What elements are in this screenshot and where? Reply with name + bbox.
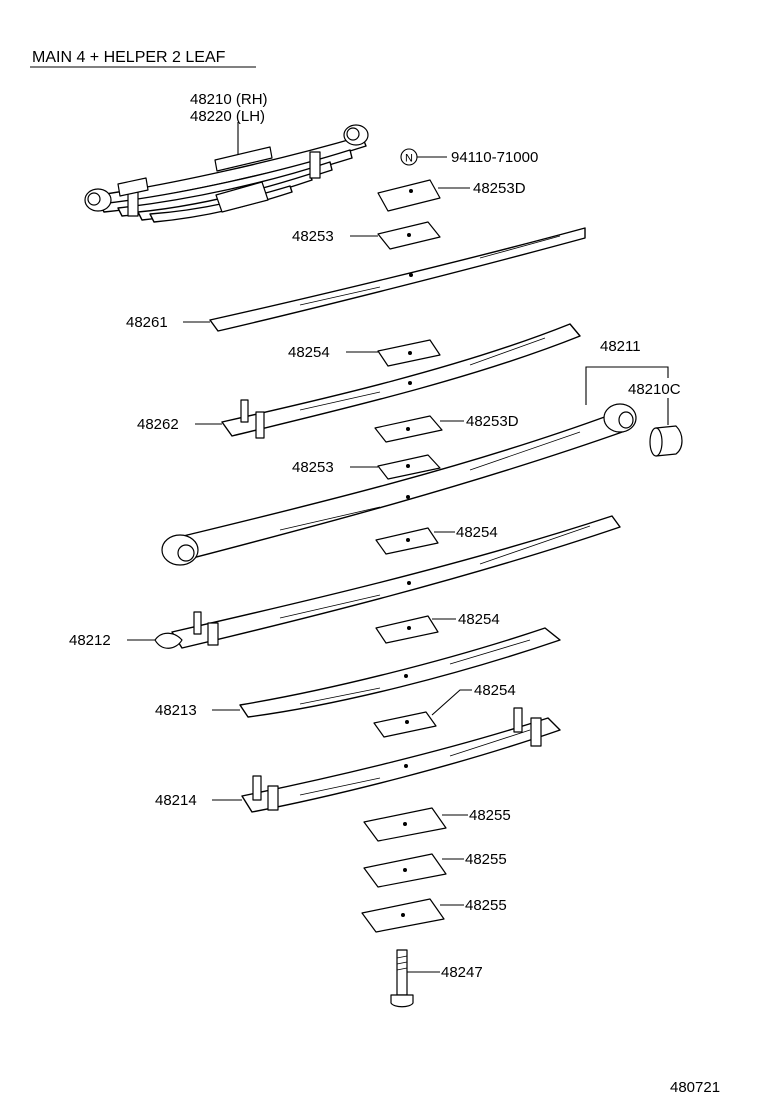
leaf-48213[interactable] <box>239 627 561 718</box>
leaf-48262[interactable] <box>221 323 581 439</box>
leaf-48214[interactable] <box>241 707 561 813</box>
label-48254-c: 48254 <box>458 611 500 628</box>
center-bolt-48247[interactable] <box>390 949 414 1008</box>
pad-48254-b[interactable] <box>375 527 439 555</box>
label-48214: 48214 <box>155 792 197 809</box>
label-48253-top: 48253 <box>292 228 334 245</box>
label-48255-a: 48255 <box>469 807 511 824</box>
pad-48254-c[interactable] <box>375 615 439 644</box>
label-48253D-b: 48253D <box>466 413 519 430</box>
label-48254-a: 48254 <box>288 344 330 361</box>
label-48213: 48213 <box>155 702 197 719</box>
svg-text:N: N <box>405 153 413 165</box>
label-48220-lh: 48220 (LH) <box>190 108 265 125</box>
label-48255-b: 48255 <box>465 851 507 868</box>
pad-48254-d[interactable] <box>373 711 437 738</box>
label-94110-71000: 94110-71000 <box>451 149 538 166</box>
pad-48255-a[interactable] <box>363 807 447 842</box>
label-48212: 48212 <box>69 632 111 649</box>
leaf-48211[interactable] <box>161 403 637 566</box>
pad-48253-b[interactable] <box>377 454 441 480</box>
standard-part-symbol: N <box>400 148 418 166</box>
pad-48253-top[interactable] <box>377 221 441 250</box>
label-48211: 48211 <box>600 338 641 355</box>
label-48253D-top: 48253D <box>473 180 526 197</box>
label-48210C: 48210C <box>628 381 681 398</box>
diagram-id: 480721 <box>670 1079 720 1096</box>
label-48261: 48261 <box>126 314 168 331</box>
label-48255-c: 48255 <box>465 897 507 914</box>
pad-48255-c[interactable] <box>361 898 445 933</box>
label-48247: 48247 <box>441 964 483 981</box>
pad-48254-a[interactable] <box>377 339 441 367</box>
label-48210-rh: 48210 (RH) <box>190 91 268 108</box>
diagram-title: MAIN 4 + HELPER 2 LEAF <box>32 49 226 66</box>
leaf-48212[interactable] <box>154 515 621 649</box>
label-48254-b: 48254 <box>456 524 498 541</box>
bushing-48210C[interactable] <box>649 425 683 457</box>
pad-48253D-top[interactable] <box>377 179 441 212</box>
leaf-spring-assembly[interactable] <box>84 122 369 223</box>
pad-48255-b[interactable] <box>363 853 447 888</box>
label-48262: 48262 <box>137 416 179 433</box>
leaf-48261[interactable] <box>209 227 586 332</box>
label-48254-d: 48254 <box>474 682 516 699</box>
pad-48253D-b[interactable] <box>374 415 443 443</box>
label-48253-b: 48253 <box>292 459 334 476</box>
